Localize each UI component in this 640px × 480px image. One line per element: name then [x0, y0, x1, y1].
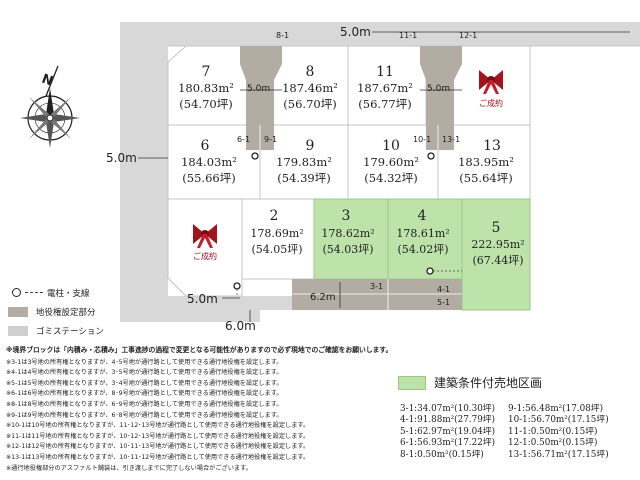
easement-label-6-1: 6-1: [237, 135, 250, 144]
lot-number: 2: [270, 208, 279, 224]
key-easement: 地役権設定部分: [6, 302, 104, 321]
easement-area-item: 13-1:56.71m²(17.15坪): [508, 449, 609, 460]
lot-area: 178.69m²: [250, 227, 303, 240]
easement-area-item: 9-1:56.48m²(17.08坪): [508, 404, 604, 414]
lot-number: 8: [306, 64, 315, 80]
pole-icon: [12, 288, 21, 297]
easement-area-item: 5-1:62.97m²(19.04坪): [400, 426, 496, 437]
note-line: ※9-1は9号地の所有権となりますが、6･8号地が通行路として使用できる通行地役…: [6, 411, 283, 419]
key-pole: 電柱・支線: [6, 283, 104, 302]
lot-number: 13: [483, 138, 501, 154]
note-line: ※3-1は3号地の所有権となりますが、4･5号地が通行路として使用できる通行地役…: [6, 358, 283, 366]
lot-area: 179.60m²: [363, 155, 419, 169]
easement-area-item: 12-1:0.50m²(0.15坪): [508, 438, 598, 449]
note-line: ※8-1は8号地の所有権となりますが、6･9号地が通行路として使用できる通行地役…: [6, 400, 283, 408]
lot-tsubo: (56.77坪): [358, 97, 411, 111]
compass: [20, 88, 80, 148]
lot-tsubo: (54.05坪): [251, 243, 302, 256]
road-label-bottom-left: 5.0m: [187, 292, 218, 306]
alley-label-left: 5.0m: [247, 84, 270, 94]
easement-label-9-1: 9-1: [264, 135, 277, 144]
easement-label-8-1: 8-1: [276, 31, 289, 40]
lot-number: 11: [376, 64, 394, 80]
garbage-swatch-icon: [8, 325, 28, 336]
lot-area: 222.95m²: [471, 238, 524, 251]
note-line: ※13-1は13号地の所有権となりますが、10･11･12号地が通行路として使用…: [6, 453, 310, 461]
lot-number: 6: [201, 138, 210, 154]
lot-tsubo: (67.44坪): [472, 254, 523, 267]
lot-area: 187.67m²: [357, 81, 413, 95]
easement-swatch-icon: [8, 306, 28, 317]
lot-area: 179.83m²: [276, 155, 332, 169]
easement-label-5-1: 5-1: [437, 298, 450, 307]
road-label-top: 5.0m: [340, 25, 371, 39]
easement-parts: [240, 46, 462, 310]
lot-tsubo: (54.02坪): [397, 243, 448, 256]
lot-area: 184.03m²: [181, 155, 237, 169]
easement-area-item: 8-1:0.50m²(0.15坪): [400, 449, 484, 460]
note-line: ※11-1は11号地の所有権となりますが、10･12･13号地が通行路として使用…: [6, 432, 310, 440]
lot-number: 7: [202, 64, 211, 80]
road-label-bottom-mid: 6.2m: [310, 292, 336, 303]
note-line: ※6-1は6号地の所有権となりますが、8･9号地が通行路として使用できる通行地役…: [6, 390, 283, 398]
dimension-lines: [138, 31, 630, 322]
note-line: ※10-1は10号地の所有権となりますが、11･12･13号地が通行路として使用…: [6, 422, 310, 430]
sold-ribbon-12: [479, 70, 503, 94]
easement-area-item: 3-1:34.07m²(10.30坪): [400, 404, 496, 414]
easement-label-13-1: 13-1: [442, 135, 460, 144]
condition-legend-label: 建築条件付売地区画: [434, 376, 543, 390]
lot-area: 183.95m²: [458, 155, 514, 169]
lot-number: 10: [382, 138, 400, 154]
easement-label-10-1: 10-1: [413, 135, 431, 144]
utility-poles: [233, 152, 435, 290]
road-label-left: 5.0m: [106, 151, 137, 165]
lot-tsubo: (54.32坪): [364, 171, 417, 185]
condition-lots: [313, 198, 531, 311]
condition-legend: 建築条件付売地区画: [398, 374, 542, 391]
sold-label: ご成約: [479, 98, 503, 108]
lot-number: 4: [418, 208, 427, 224]
lot-tsubo: (54.39坪): [277, 171, 330, 185]
note-line: ※境界ブロックは「内積み・芯積み」工事進捗の過程で変更となる可能性がありますので…: [6, 346, 393, 354]
key-pole-label: 電柱・支線: [47, 288, 90, 299]
lot-tsubo: (55.64坪): [459, 171, 512, 185]
lot-number: 5: [492, 220, 501, 236]
note-line: ※12-1は12号地の所有権となりますが、10･11･13号地が通行路として使用…: [6, 443, 310, 451]
lot-area: 178.61m²: [396, 227, 449, 240]
easement-area-item: 6-1:56.93m²(17.22坪): [400, 438, 496, 449]
lot-tsubo: (54.70坪): [179, 97, 232, 111]
easement-area-item: 10-1:56.70m²(17.15坪): [508, 415, 609, 426]
alley-label-right: 5.0m: [427, 84, 450, 94]
sold-label: ご成約: [193, 251, 217, 261]
guy-wire-icon: [25, 292, 43, 293]
lot-number: 3: [342, 208, 351, 224]
map-key: 電柱・支線 地役権設定部分 ゴミステーション: [6, 283, 104, 340]
easement-area-item: 11-1:0.50m²(0.15坪): [508, 426, 598, 437]
lot-number: 9: [306, 138, 315, 154]
key-garbage-label: ゴミステーション: [36, 326, 104, 337]
sold-ribbon-1: [193, 224, 217, 248]
notes: ※境界ブロックは「内積み・芯積み」工事進捗の過程で変更となる可能性がありますので…: [6, 345, 406, 474]
easement-label-12-1: 12-1: [459, 31, 477, 40]
road-network: [120, 22, 640, 322]
easement-label-4-1: 4-1: [437, 285, 450, 294]
note-line: ※4-1は4号地の所有権となりますが、3･5号地が通行路として使用できる通行地役…: [6, 369, 283, 377]
easement-label-3-1: 3-1: [370, 282, 383, 291]
lot-tsubo: (56.70坪): [283, 97, 336, 111]
lot-tsubo: (55.66坪): [182, 171, 235, 185]
key-garbage: ゴミステーション: [6, 321, 104, 340]
lot-area: 178.62m²: [321, 227, 374, 240]
key-easement-label: 地役権設定部分: [36, 307, 96, 318]
lot-area: 187.46m²: [282, 81, 338, 95]
green-swatch-icon: [398, 375, 426, 390]
easement-area-item: 4-1:91.88m²(27.79坪): [400, 415, 496, 426]
road-label-bottom: 6.0m: [225, 319, 256, 333]
note-line: ※通行地役権部分のアスファルト舗装は、引き渡しまでに完了しない場合がございます。: [6, 464, 252, 472]
lot-area: 180.83m²: [178, 81, 234, 95]
note-line: ※5-1は5号地の所有権となりますが、3･4号地が通行路として使用できる通行地役…: [6, 379, 283, 387]
easement-label-11-1: 11-1: [399, 31, 417, 40]
lot-tsubo: (54.03坪): [322, 243, 373, 256]
compass-north-label: N: [40, 72, 55, 90]
